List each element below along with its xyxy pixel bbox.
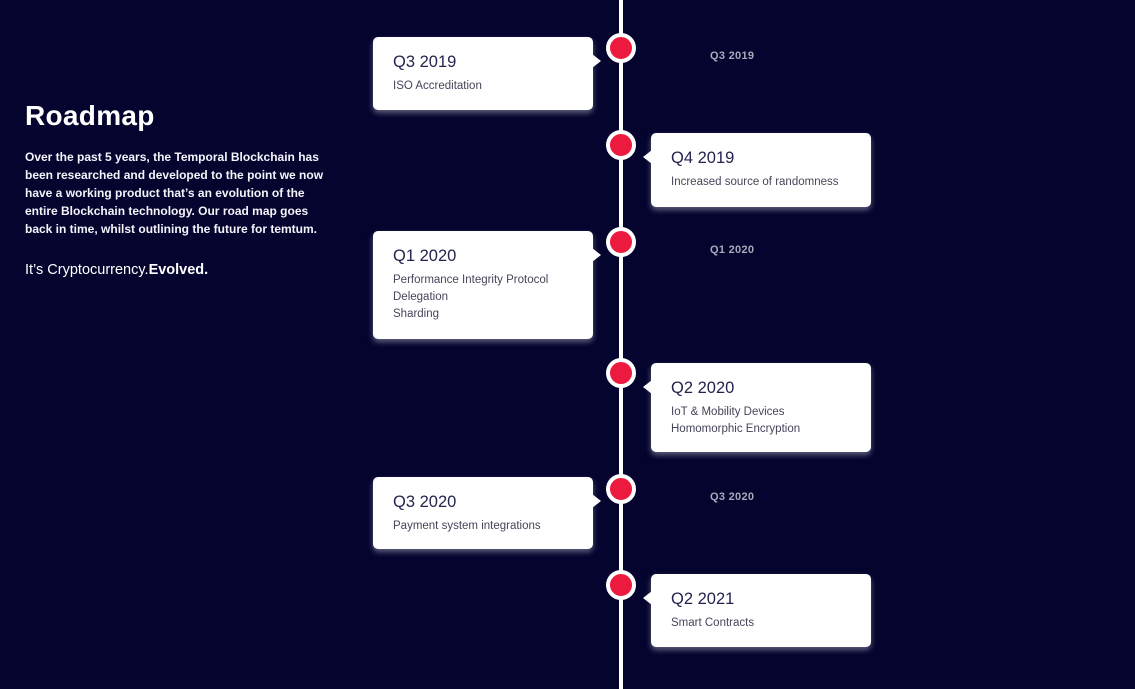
timeline-dot-q3-2020 [606, 474, 636, 504]
milestone-quarter: Q3 2019 [393, 53, 457, 71]
ghost-quarter-label: Q3 2020 [710, 491, 755, 503]
timeline-line [619, 0, 623, 689]
milestone-card-q1-2020: Q1 2020 Performance Integrity Protocol D… [373, 231, 601, 339]
milestone-item: Sharding [393, 308, 440, 320]
ghost-quarter-label: Q3 2019 [710, 50, 755, 62]
milestone-card-q3-2019: Q3 2019 ISO Accreditation [373, 37, 601, 110]
milestone-quarter: Q4 2019 [671, 149, 735, 167]
milestone-item: Smart Contracts [671, 617, 755, 629]
milestone-quarter: Q3 2020 [393, 493, 457, 511]
card-pointer [592, 494, 601, 508]
card-pointer [592, 54, 601, 68]
milestone-card-q3-2020: Q3 2020 Payment system integrations [373, 477, 601, 549]
tagline-normal: It’s Cryptocurrency. [25, 262, 149, 278]
card-pointer [592, 248, 601, 262]
milestone-card-q2-2021: Q2 2021 Smart Contracts [643, 574, 871, 647]
tagline: It’s Cryptocurrency.Evolved. [25, 261, 327, 279]
milestone-quarter: Q2 2021 [671, 590, 735, 608]
ghost-quarter-label: Q1 2020 [710, 244, 755, 256]
milestone-quarter: Q1 2020 [393, 247, 457, 265]
milestone-item: ISO Accreditation [393, 80, 482, 92]
milestone-card-q4-2019: Q4 2019 Increased source of randomness [643, 133, 871, 207]
milestone-item: Homomorphic Encryption [671, 423, 801, 435]
timeline-dot-q2-2020 [606, 358, 636, 388]
tagline-bold: Evolved. [148, 262, 209, 278]
card-pointer [643, 591, 652, 605]
milestone-item: Increased source of randomness [671, 176, 839, 188]
timeline-dot-q4-2019 [606, 130, 636, 160]
timeline-dot-q1-2020 [606, 227, 636, 257]
intro-description: Over the past 5 years, the Temporal Bloc… [25, 150, 324, 236]
intro-panel: Roadmap Over the past 5 years, the Tempo… [25, 99, 327, 279]
timeline-dot-q3-2019 [606, 33, 636, 63]
timeline-dot-q2-2021 [606, 570, 636, 600]
milestone-item: Performance Integrity Protocol [393, 274, 549, 286]
milestone-card-q2-2020: Q2 2020 IoT & Mobility Devices Homomorph… [643, 363, 871, 452]
milestone-item: Delegation [393, 291, 448, 303]
milestone-item: IoT & Mobility Devices [671, 406, 785, 418]
page-title: Roadmap [25, 100, 155, 131]
card-pointer [643, 380, 652, 394]
milestone-item: Payment system integrations [393, 520, 541, 532]
milestone-quarter: Q2 2020 [671, 379, 735, 397]
card-pointer [643, 150, 652, 164]
